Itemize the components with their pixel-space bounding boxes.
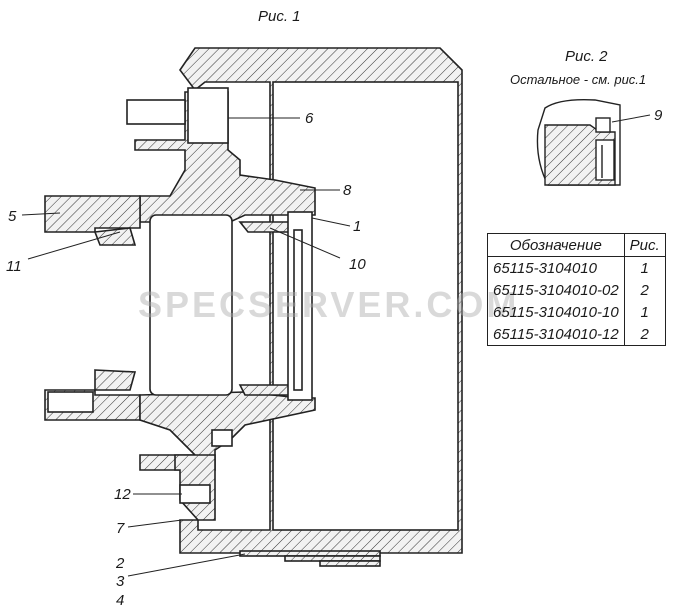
seal-cup	[287, 211, 313, 401]
callout-3: 3	[116, 573, 125, 590]
callout-5: 5	[8, 208, 17, 225]
hub-bore	[149, 214, 233, 396]
bearing-inner-lower	[238, 384, 296, 396]
cell-designation: 65115-3104010-02	[487, 279, 625, 301]
leader-10	[269, 227, 341, 259]
designation-table: Обозначение Рис. 65115-3104010 1 65115-3…	[487, 233, 666, 346]
callout-7: 7	[116, 520, 125, 537]
fig2-title: Рис. 2	[565, 48, 608, 65]
callout-12: 12	[114, 486, 131, 503]
callout-11: 11	[6, 258, 22, 275]
callout-1: 1	[353, 218, 362, 235]
callout-4: 4	[116, 592, 125, 609]
bearing-outer	[93, 227, 137, 246]
leader-5	[21, 212, 61, 216]
table-row: 65115-3104010-12 2	[487, 323, 666, 346]
wheel-stud	[126, 99, 186, 125]
leader-234	[127, 553, 246, 577]
leader-11	[27, 231, 121, 260]
callout-8: 8	[343, 182, 352, 199]
fig1-title: Рис. 1	[258, 8, 301, 25]
lower-bolt	[47, 391, 94, 413]
bearing-outer-lower	[94, 369, 137, 391]
cell-designation: 65115-3104010-10	[487, 301, 625, 323]
col-header-fig: Рис.	[623, 233, 666, 257]
leader-1	[311, 217, 351, 227]
callout-6: 6	[305, 110, 314, 127]
leader-9	[611, 114, 651, 123]
cell-designation: 65115-3104010-12	[487, 323, 625, 346]
leader-7	[127, 519, 183, 528]
hub-body	[44, 195, 141, 233]
cell-fig: 1	[623, 301, 666, 323]
bearing-inner	[238, 221, 291, 233]
watermark: SPECSERVER.COM	[138, 284, 520, 325]
lower-nut	[211, 429, 233, 447]
callout-10: 10	[349, 256, 366, 273]
bottom-plate-4	[319, 560, 381, 567]
col-header-designation: Обозначение	[487, 233, 625, 257]
cell-fig: 2	[623, 323, 666, 346]
cell-designation: 65115-3104010	[487, 256, 625, 279]
stud-nut	[187, 87, 229, 144]
seal-inner	[293, 229, 303, 391]
table-row: 65115-3104010-02 2	[487, 279, 666, 301]
fig2-subtitle: Остальное - см. рис.1	[510, 72, 647, 87]
bolt-12	[179, 484, 211, 504]
fig2-detail	[536, 98, 621, 186]
table-row: 65115-3104010 1	[487, 256, 666, 279]
table-row: 65115-3104010-10 1	[487, 301, 666, 323]
cell-fig: 2	[623, 279, 666, 301]
callout-2: 2	[116, 555, 125, 572]
cell-fig: 1	[623, 256, 666, 279]
callout-9: 9	[654, 107, 663, 124]
